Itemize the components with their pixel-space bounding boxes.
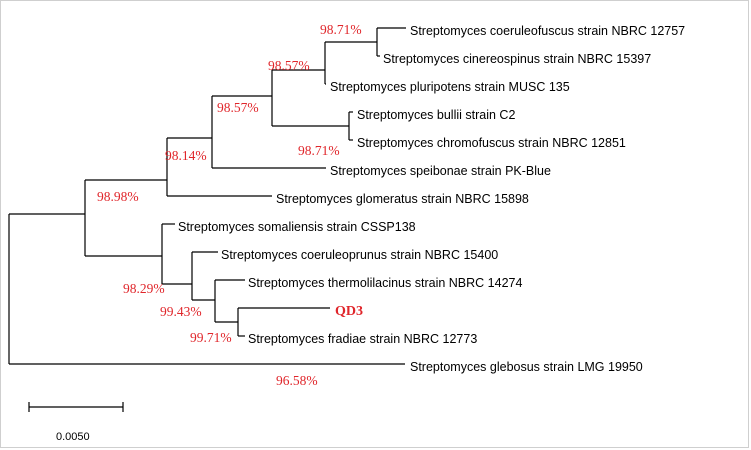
taxon-label: Streptomyces coeruleoprunus strain NBRC … (221, 248, 498, 262)
taxon-label: Streptomyces glomeratus strain NBRC 1589… (276, 192, 529, 206)
support-value: 98.57% (268, 58, 310, 73)
support-value: 98.29% (123, 281, 165, 296)
taxon-label: Streptomyces cinereospinus strain NBRC 1… (383, 52, 651, 66)
support-value: 98.57% (217, 100, 259, 115)
highlighted-isolate-label: QD3 (335, 304, 363, 319)
support-value: 98.14% (165, 148, 207, 163)
taxon-labels: Streptomyces coeruleofuscus strain NBRC … (178, 24, 685, 374)
support-value: 98.71% (298, 143, 340, 158)
taxon-label: Streptomyces bullii strain C2 (357, 108, 515, 122)
support-value: 98.71% (320, 22, 362, 37)
support-value: 96.58% (276, 373, 318, 388)
taxon-label: Streptomyces speibonae strain PK-Blue (330, 164, 551, 178)
taxon-label: Streptomyces chromofuscus strain NBRC 12… (357, 136, 626, 150)
support-value: 99.71% (190, 330, 232, 345)
taxon-label: Streptomyces pluripotens strain MUSC 135 (330, 80, 570, 94)
support-values: 98.71% 98.57% 98.57% 98.71% 98.14% 98.98… (97, 22, 362, 388)
taxon-label: Streptomyces fradiae strain NBRC 12773 (248, 332, 477, 346)
scale-bar: 0.0050 (28, 402, 124, 443)
support-value: 99.43% (160, 304, 202, 319)
taxon-label: Streptomyces thermolilacinus strain NBRC… (248, 276, 522, 290)
support-value: 98.98% (97, 189, 139, 204)
tree-branches (8, 27, 406, 365)
scale-bar-label: 0.0050 (56, 431, 90, 443)
taxon-label: Streptomyces glebosus strain LMG 19950 (410, 360, 643, 374)
taxon-label: Streptomyces coeruleofuscus strain NBRC … (410, 24, 685, 38)
taxon-label: Streptomyces somaliensis strain CSSP138 (178, 220, 416, 234)
